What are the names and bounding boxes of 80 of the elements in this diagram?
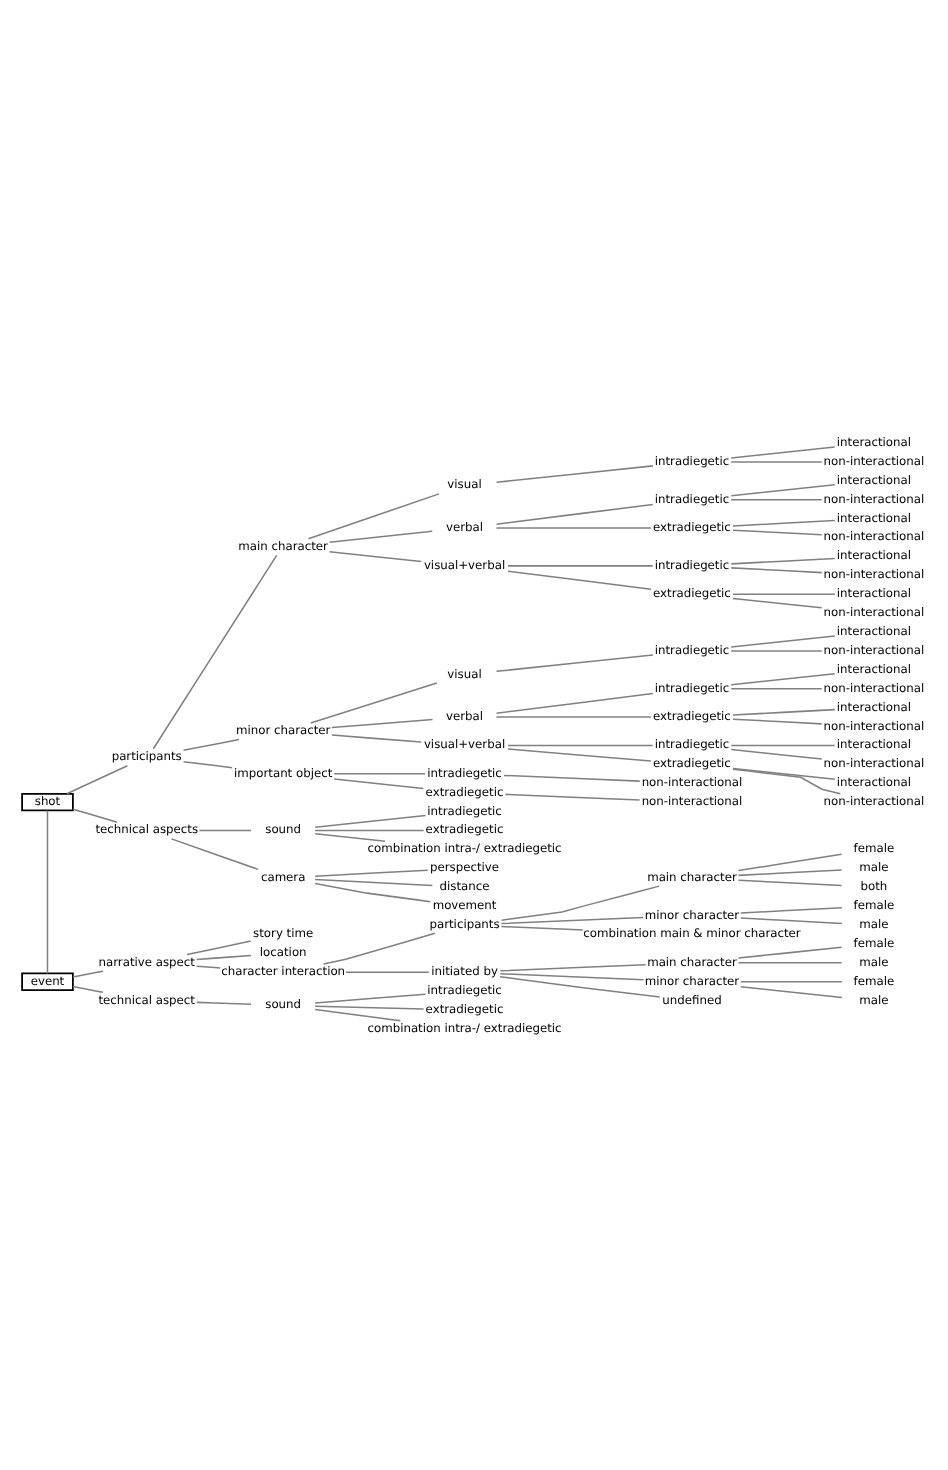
connector bbox=[331, 717, 434, 728]
connector bbox=[503, 773, 641, 781]
connector bbox=[737, 852, 843, 871]
connector bbox=[730, 497, 823, 500]
connector bbox=[170, 837, 259, 870]
connector bbox=[500, 924, 584, 930]
connector bbox=[307, 492, 440, 539]
connector bbox=[495, 715, 652, 717]
connector bbox=[152, 553, 278, 749]
connector bbox=[72, 807, 118, 822]
connector bbox=[333, 772, 426, 774]
connector bbox=[730, 460, 823, 462]
connector bbox=[730, 634, 836, 647]
connector bbox=[737, 945, 843, 958]
connector bbox=[740, 980, 843, 982]
connector bbox=[499, 975, 661, 997]
connector bbox=[322, 931, 436, 964]
connector bbox=[499, 972, 645, 980]
connector bbox=[730, 686, 823, 689]
connector bbox=[732, 707, 836, 715]
connector bbox=[740, 906, 843, 913]
connector bbox=[186, 939, 252, 955]
connector bbox=[500, 915, 644, 924]
connector bbox=[730, 672, 836, 685]
connector bbox=[72, 984, 104, 993]
connector bbox=[195, 964, 221, 968]
connector bbox=[314, 813, 427, 828]
connector bbox=[732, 717, 823, 724]
connector bbox=[72, 969, 104, 977]
connector bbox=[314, 881, 431, 902]
connector bbox=[195, 1000, 252, 1005]
connector bbox=[495, 464, 654, 483]
connector bbox=[66, 763, 129, 794]
connector bbox=[495, 691, 654, 713]
connector bbox=[737, 868, 843, 876]
connector bbox=[499, 962, 647, 971]
connector bbox=[333, 777, 425, 789]
connector bbox=[314, 828, 425, 831]
connector bbox=[730, 566, 823, 573]
connector bbox=[732, 596, 823, 608]
connector bbox=[495, 502, 654, 524]
connector bbox=[328, 529, 434, 542]
connector bbox=[495, 526, 652, 528]
connector bbox=[732, 767, 842, 794]
connector bbox=[314, 1007, 402, 1021]
connector bbox=[500, 884, 660, 920]
connector bbox=[732, 528, 823, 535]
connector bbox=[732, 592, 836, 594]
connector bbox=[46, 808, 49, 974]
connector bbox=[737, 961, 843, 963]
connector bbox=[195, 953, 252, 960]
connector bbox=[198, 828, 252, 831]
connector bbox=[314, 868, 429, 876]
connector bbox=[345, 970, 430, 973]
connector bbox=[732, 518, 836, 526]
connector bbox=[504, 792, 641, 800]
connector bbox=[310, 681, 438, 723]
connector bbox=[507, 569, 652, 589]
connector bbox=[507, 564, 654, 566]
connector bbox=[328, 549, 423, 562]
connector bbox=[737, 878, 843, 886]
connector bbox=[730, 445, 836, 458]
connector bbox=[730, 747, 823, 759]
connector bbox=[507, 747, 652, 761]
connector bbox=[495, 653, 654, 672]
connector bbox=[314, 992, 427, 1003]
connector bbox=[730, 483, 836, 496]
connector bbox=[182, 737, 240, 751]
connector bbox=[730, 649, 823, 651]
connector bbox=[740, 985, 843, 998]
connector bbox=[730, 556, 836, 564]
connector bbox=[740, 916, 843, 924]
connector bbox=[314, 832, 386, 841]
connector bbox=[314, 1004, 425, 1009]
connector bbox=[182, 759, 233, 768]
connector bbox=[331, 733, 422, 742]
connector bbox=[314, 877, 434, 886]
connector bbox=[730, 743, 836, 746]
connector bbox=[507, 743, 654, 746]
connector bbox=[732, 766, 836, 780]
